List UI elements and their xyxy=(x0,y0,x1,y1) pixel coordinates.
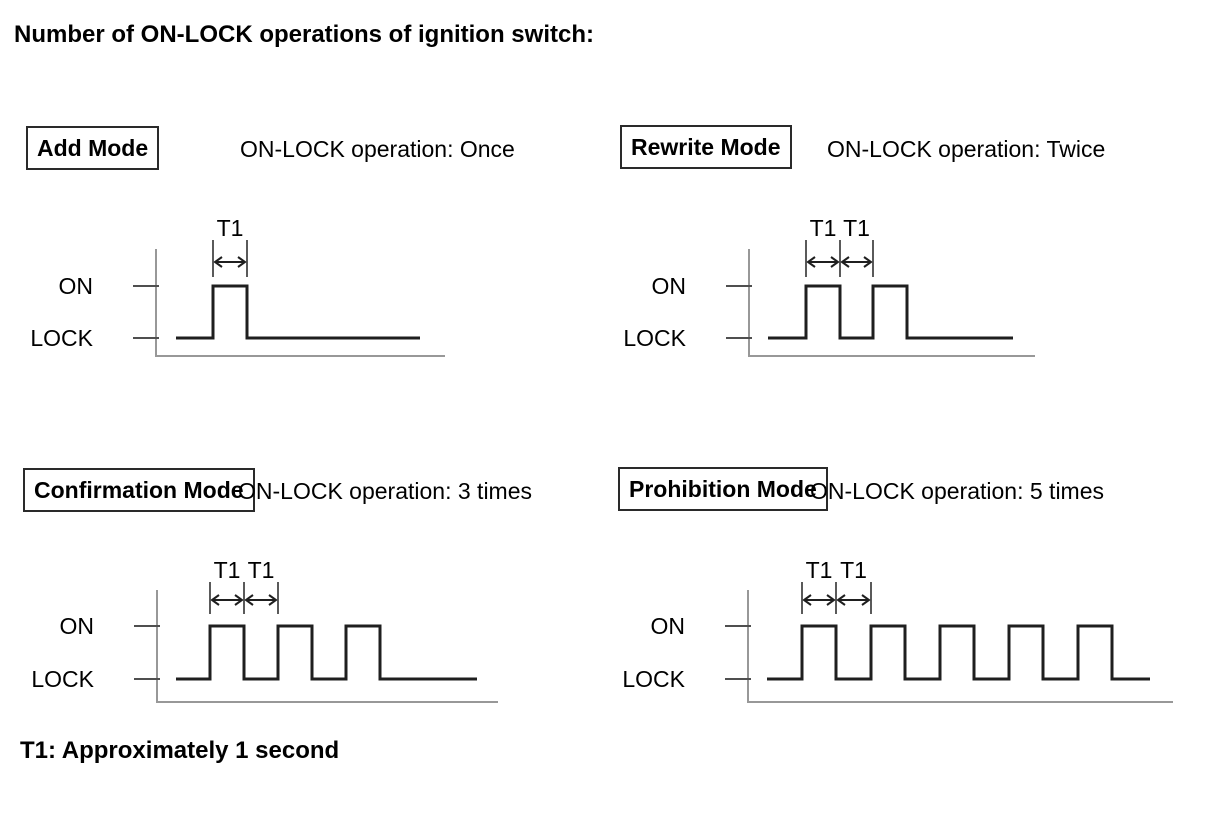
arrowhead-right-icon xyxy=(268,594,278,606)
operation-label-rewrite-mode: ON-LOCK operation: Twice xyxy=(827,136,1106,162)
t1-label-rewrite-mode: T1 xyxy=(810,215,837,241)
page-title: Number of ON-LOCK operations of ignition… xyxy=(14,21,594,48)
arrowhead-left-icon xyxy=(210,594,220,606)
axis-rewrite-mode xyxy=(748,249,1035,357)
t1-note: T1: Approximately 1 second xyxy=(20,737,340,764)
axis-prohibition-mode xyxy=(747,590,1173,703)
t1-label-confirmation-mode: T1 xyxy=(248,557,275,583)
waveform-confirmation-mode xyxy=(176,624,477,681)
mode-box-rewrite-mode: Rewrite Mode xyxy=(620,125,792,169)
arrowhead-right-icon xyxy=(234,594,244,606)
t1-label-confirmation-mode: T1 xyxy=(214,557,241,583)
on-level-label-prohibition-mode: ON xyxy=(651,613,686,639)
arrowhead-right-icon xyxy=(237,256,247,268)
arrowhead-left-icon xyxy=(840,256,850,268)
waveform-add-mode xyxy=(176,284,420,340)
lock-level-label-rewrite-mode: LOCK xyxy=(623,325,686,351)
arrowhead-left-icon xyxy=(802,594,812,606)
axis-add-mode xyxy=(155,249,445,357)
arrowhead-left-icon xyxy=(244,594,254,606)
mode-label-confirmation-mode: Confirmation Mode xyxy=(34,477,244,503)
on-level-label-add-mode: ON xyxy=(59,273,94,299)
axis-confirmation-mode xyxy=(156,590,498,703)
arrowhead-left-icon xyxy=(213,256,223,268)
on-level-label-rewrite-mode: ON xyxy=(652,273,687,299)
arrowhead-right-icon xyxy=(830,256,840,268)
operation-label-prohibition-mode: ON-LOCK operation: 5 times xyxy=(810,478,1105,504)
t1-label-rewrite-mode: T1 xyxy=(843,215,870,241)
operation-label-confirmation-mode: ON-LOCK operation: 3 times xyxy=(238,478,533,504)
arrowhead-right-icon xyxy=(826,594,836,606)
arrowhead-left-icon xyxy=(836,594,846,606)
t1-label-prohibition-mode: T1 xyxy=(806,557,833,583)
t1-label-prohibition-mode: T1 xyxy=(840,557,867,583)
mode-box-add-mode: Add Mode xyxy=(26,126,160,170)
on-level-label-confirmation-mode: ON xyxy=(60,613,95,639)
t1-label-add-mode: T1 xyxy=(217,215,244,241)
arrowhead-right-icon xyxy=(861,594,871,606)
arrowhead-right-icon xyxy=(863,256,873,268)
lock-level-label-confirmation-mode: LOCK xyxy=(31,666,94,692)
mode-box-confirmation-mode: Confirmation Mode xyxy=(23,468,255,512)
mode-label-rewrite-mode: Rewrite Mode xyxy=(631,134,781,160)
operation-label-add-mode: ON-LOCK operation: Once xyxy=(240,136,515,162)
waveform-rewrite-mode xyxy=(768,284,1013,340)
mode-label-prohibition-mode: Prohibition Mode xyxy=(629,476,817,502)
waveform-prohibition-mode xyxy=(767,624,1150,681)
arrowhead-left-icon xyxy=(806,256,816,268)
mode-label-add-mode: Add Mode xyxy=(37,135,149,161)
mode-box-prohibition-mode: Prohibition Mode xyxy=(618,467,828,511)
lock-level-label-add-mode: LOCK xyxy=(30,325,93,351)
lock-level-label-prohibition-mode: LOCK xyxy=(622,666,685,692)
